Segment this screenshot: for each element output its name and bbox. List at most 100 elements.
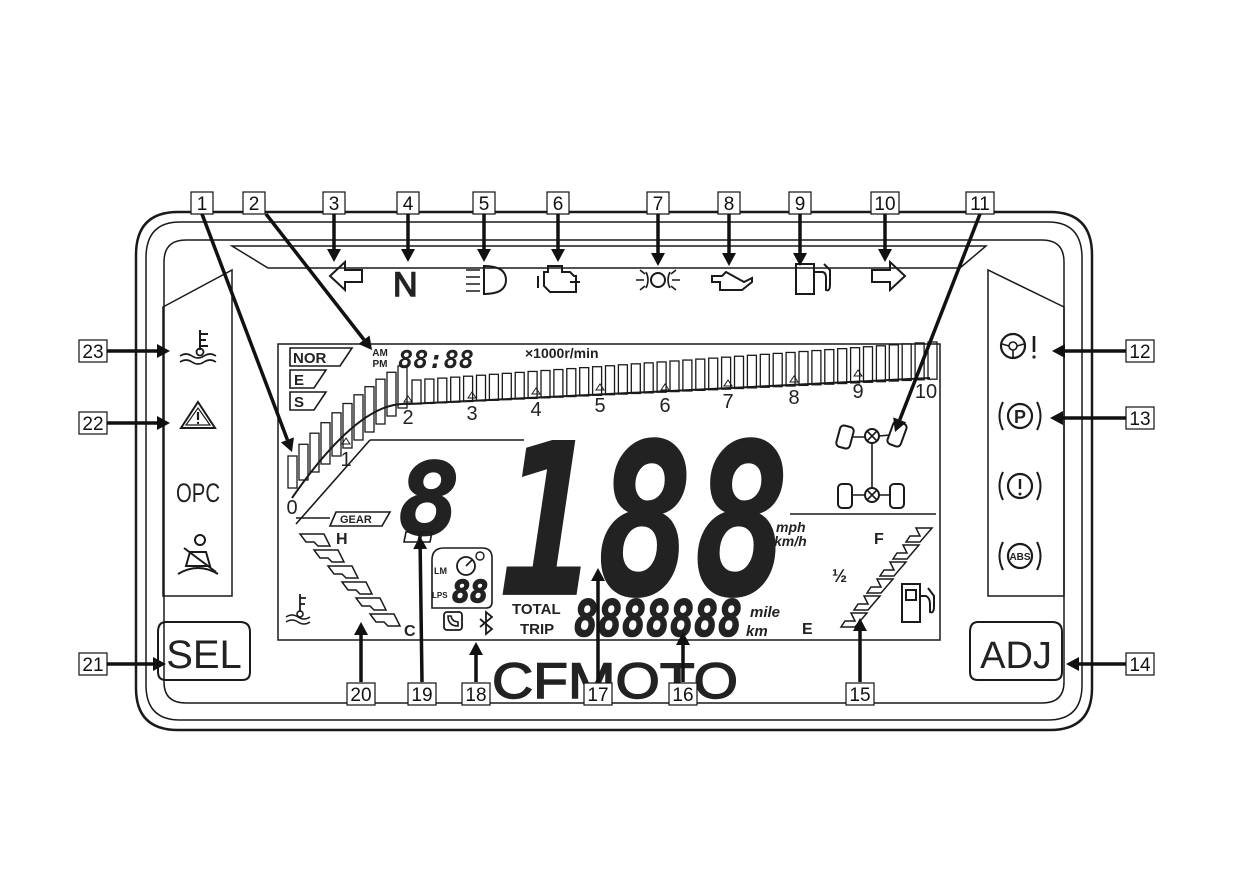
- callout-number: 5: [479, 194, 490, 215]
- callout-number: 1: [197, 194, 208, 215]
- temp-segment: [368, 613, 402, 627]
- tach-segment: [695, 358, 706, 392]
- svg-text:F: F: [874, 531, 884, 548]
- callout-number: 23: [82, 342, 103, 363]
- fuel-pump-icon: [901, 583, 935, 623]
- tach-segment: [437, 377, 448, 404]
- callout-12: 12: [1052, 339, 1155, 363]
- callout-7: 7: [646, 191, 670, 266]
- svg-text:½: ½: [832, 566, 847, 586]
- callout-number: 9: [795, 194, 806, 215]
- odometer: TOTAL TRIP 8888888 mile km: [512, 589, 780, 649]
- fuel-gauge: F ½ E: [802, 527, 935, 638]
- tach-segment: [708, 357, 719, 391]
- tach-segment: [759, 353, 770, 388]
- svg-text:E: E: [802, 621, 813, 638]
- svg-text:8888888: 8888888: [574, 590, 742, 648]
- callout-number: 22: [82, 414, 103, 435]
- tach-segment: [643, 362, 654, 394]
- svg-text:TRIP: TRIP: [520, 621, 554, 638]
- tach-segment: [656, 361, 667, 393]
- callout-number: 19: [411, 685, 432, 706]
- gear-indicator: GEAR 8: [295, 439, 524, 559]
- tach-scale-label: 9: [852, 381, 863, 403]
- tach-segment: [450, 376, 461, 403]
- tach-segment: [342, 402, 353, 449]
- callout-13: 13: [1050, 406, 1155, 430]
- cluster-housing: [134, 210, 1094, 732]
- tach-segment: [824, 348, 835, 385]
- right-indicators: P ABS: [998, 332, 1042, 571]
- temp-segment: [298, 533, 332, 547]
- callout-8: 8: [717, 191, 741, 266]
- service-gauge-icon: [456, 551, 485, 576]
- tach-segment: [746, 354, 758, 389]
- tach-segment: [630, 363, 641, 395]
- svg-text:LPS: LPS: [432, 591, 448, 600]
- fuel-segment: [839, 612, 869, 628]
- tach-segment: [320, 422, 331, 465]
- callout-3: 3: [322, 191, 346, 262]
- tach-segment: [424, 378, 435, 405]
- tach-tick: [531, 387, 541, 395]
- callout-10: 10: [870, 191, 900, 262]
- tach-tick: [595, 383, 605, 391]
- general-warning-icon: [179, 400, 217, 429]
- tach-segment: [566, 367, 577, 398]
- tach-tick: [403, 395, 413, 403]
- maintenance-display: LM LPS 88: [431, 547, 493, 611]
- tach-segment: [669, 360, 680, 393]
- adj-button[interactable]: ADJ: [969, 621, 1063, 681]
- temp-segment: [312, 549, 346, 563]
- tach-segment: [811, 349, 822, 386]
- parking-brake-icon: P: [998, 401, 1042, 431]
- brand-logo: CFMOTO: [492, 653, 738, 709]
- svg-text:P: P: [1014, 407, 1026, 427]
- temp-segment: [326, 565, 360, 579]
- tach-scale-label: 8: [788, 387, 799, 409]
- tach-segment: [733, 355, 745, 390]
- tach-scale-label: 5: [594, 395, 605, 417]
- tach-segment: [604, 365, 616, 396]
- seatbelt-icon: [177, 534, 219, 575]
- tach-segment: [488, 373, 500, 401]
- tach-segment: [862, 346, 874, 383]
- callout-number: 6: [553, 194, 564, 215]
- fuel-segment: [891, 544, 921, 560]
- fuel-segment: [878, 561, 908, 577]
- tach-segment: [331, 412, 342, 457]
- rpm-unit: ×1000r/min: [525, 345, 599, 361]
- bluetooth-icon: [479, 610, 494, 636]
- opc-icon: OPC: [176, 478, 220, 508]
- coolant-temp-gauge: H C: [285, 531, 416, 640]
- callout-15: 15: [845, 618, 875, 706]
- tach-segment: [785, 351, 796, 387]
- tach-tick: [723, 379, 733, 387]
- engine-check-icon: [537, 265, 580, 293]
- callout-number: 20: [350, 685, 371, 706]
- tachometer-bar-graph: [287, 341, 938, 489]
- svg-text:AM: AM: [372, 348, 388, 359]
- tach-segment: [772, 352, 783, 388]
- tach-segment: [298, 443, 309, 481]
- svg-text:88:88: 88:88: [398, 345, 474, 374]
- tach-segment: [888, 344, 899, 382]
- tach-tick: [341, 437, 351, 445]
- svg-text:E: E: [294, 372, 304, 389]
- sel-button[interactable]: SEL: [157, 621, 251, 681]
- fuel-segment: [904, 527, 934, 543]
- callout-number: 18: [465, 685, 486, 706]
- tach-segment: [475, 374, 487, 402]
- tach-segment: [287, 455, 298, 489]
- coolant-temp-icon: [179, 330, 217, 365]
- callout-2: 2: [242, 191, 372, 350]
- four-wheel-drive-icon: [835, 420, 908, 509]
- tach-segment: [682, 359, 693, 392]
- svg-text:88: 88: [452, 575, 488, 610]
- fuel-segment: [865, 578, 895, 594]
- callout-6: 6: [546, 191, 570, 262]
- svg-text:H: H: [336, 531, 348, 548]
